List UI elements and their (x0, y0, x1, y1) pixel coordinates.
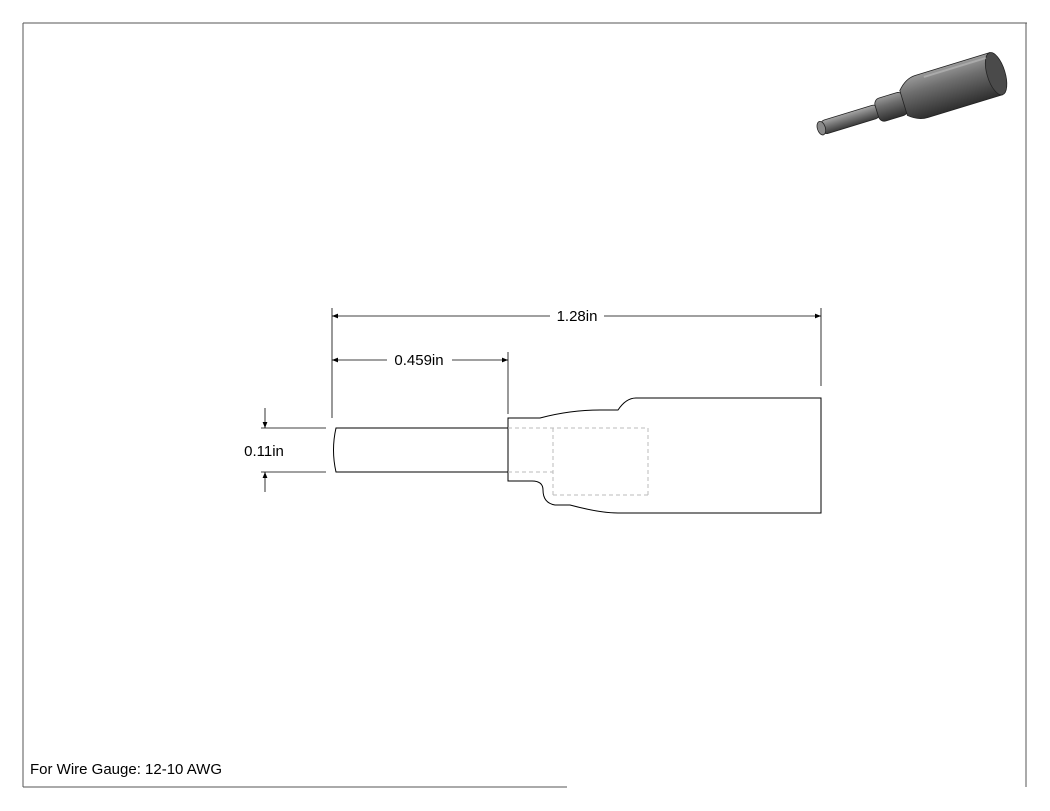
hidden-lines (508, 427, 649, 496)
isometric-view (816, 52, 1008, 136)
dimension-overall-length: 1.28in (332, 308, 821, 325)
overall-length-label: 1.28in (557, 308, 598, 325)
pin-length-label: 0.459in (394, 352, 443, 369)
pin-diameter-label: 0.11in (244, 443, 284, 460)
terminal-side-view (333, 397, 822, 514)
dimension-pin-length: 0.459in (332, 352, 508, 369)
insulator-outline (507, 397, 822, 514)
pin-outline (333, 427, 508, 473)
drawing-border (22, 22, 1027, 788)
extension-lines (261, 308, 822, 473)
wire-gauge-note: For Wire Gauge: 12-10 AWG (30, 761, 223, 778)
dimension-pin-diameter: 0.11in (244, 408, 284, 492)
